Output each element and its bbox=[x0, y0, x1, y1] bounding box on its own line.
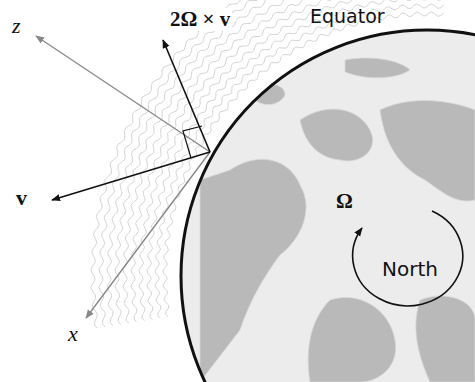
axis-label: x bbox=[66, 322, 80, 346]
north-label: North bbox=[382, 258, 438, 280]
rotation-arrow bbox=[353, 211, 463, 306]
equator-label: Equator bbox=[310, 6, 385, 27]
axis-label: z bbox=[10, 14, 23, 38]
omega-label: Ω bbox=[336, 190, 353, 213]
coriolis-vector bbox=[163, 40, 210, 152]
globe bbox=[181, 30, 475, 382]
x-axis bbox=[86, 152, 210, 318]
land-masses bbox=[200, 58, 475, 382]
right-angle-mark bbox=[183, 126, 202, 158]
vector-label: 2Ω × v bbox=[168, 8, 232, 31]
vector-label: v bbox=[14, 186, 29, 210]
velocity-vector bbox=[52, 152, 210, 200]
